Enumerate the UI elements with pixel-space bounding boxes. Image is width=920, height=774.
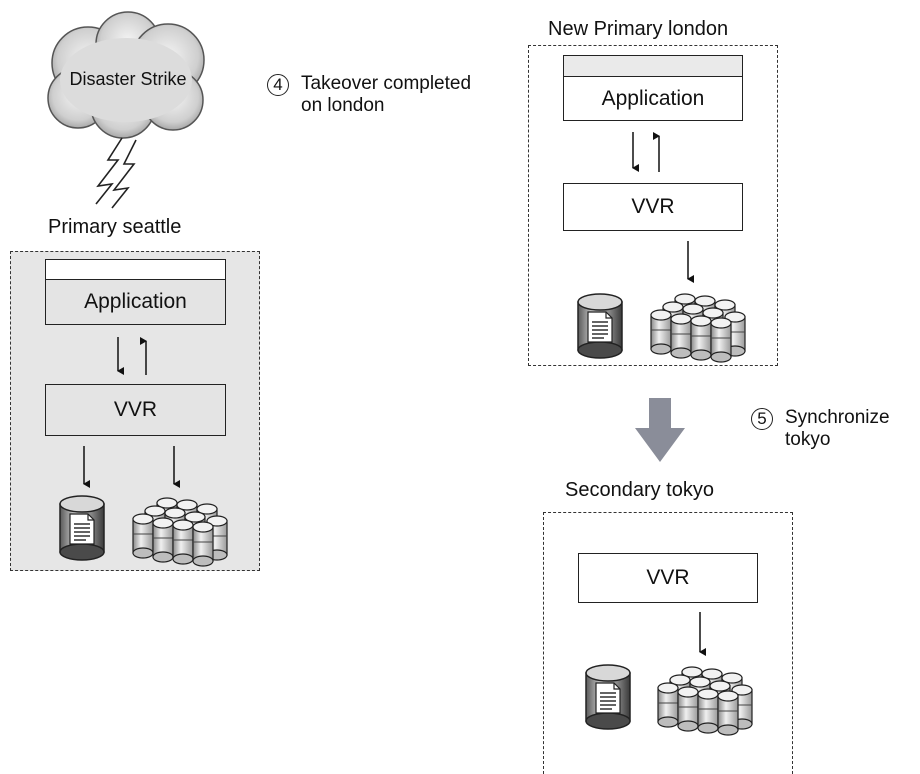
- new-primary-vvr-box: VVR: [563, 183, 743, 231]
- primary-vvr-label: VVR: [113, 398, 158, 421]
- secondary-vvr-label: VVR: [646, 566, 690, 589]
- primary-site-title: Primary seattle: [48, 216, 182, 238]
- primary-application-box: Application: [45, 279, 226, 325]
- new-primary-site: [528, 45, 778, 366]
- lightning-icon: [95, 137, 137, 209]
- new-primary-app-arrows: [632, 132, 660, 172]
- step-5-text-line1: Synchronize: [785, 407, 890, 428]
- database-icon: [577, 293, 623, 359]
- storage-array-icon: [133, 498, 229, 564]
- primary-vvr-box: VVR: [45, 384, 226, 436]
- new-primary-vvr-label: VVR: [631, 195, 675, 218]
- primary-app-arrows: [117, 337, 147, 375]
- database-icon: [59, 495, 105, 561]
- disaster-cloud: Disaster Strike: [38, 8, 218, 139]
- database-icon: [585, 664, 631, 730]
- new-primary-vvr-arrow: [687, 241, 694, 283]
- new-primary-app-strip: [563, 55, 743, 76]
- cloud-icon: [47, 11, 205, 139]
- sync-arrow-icon: [635, 398, 685, 462]
- secondary-site-title: Secondary tokyo: [565, 479, 714, 501]
- step-5-number: 5: [751, 408, 773, 430]
- secondary-site: [543, 512, 793, 774]
- new-primary-site-title: New Primary london: [548, 18, 729, 40]
- step-4-text-line2: on london: [301, 95, 385, 116]
- new-primary-application-label: Application: [601, 86, 705, 110]
- storage-array-icon: [658, 667, 754, 733]
- storage-array-icon: [651, 294, 747, 360]
- primary-vvr-arrows: [83, 446, 180, 488]
- secondary-vvr-box: VVR: [578, 553, 758, 603]
- secondary-vvr-arrow: [699, 612, 706, 656]
- step-5-text-line2: tokyo: [785, 429, 831, 450]
- primary-app-strip: [45, 259, 226, 279]
- primary-application-label: Application: [84, 290, 187, 313]
- disaster-label: Disaster Strike: [69, 69, 187, 89]
- step-4-number: 4: [267, 74, 289, 96]
- new-primary-application-box: Application: [563, 76, 743, 121]
- step-4-text-line1: Takeover completed: [301, 73, 472, 94]
